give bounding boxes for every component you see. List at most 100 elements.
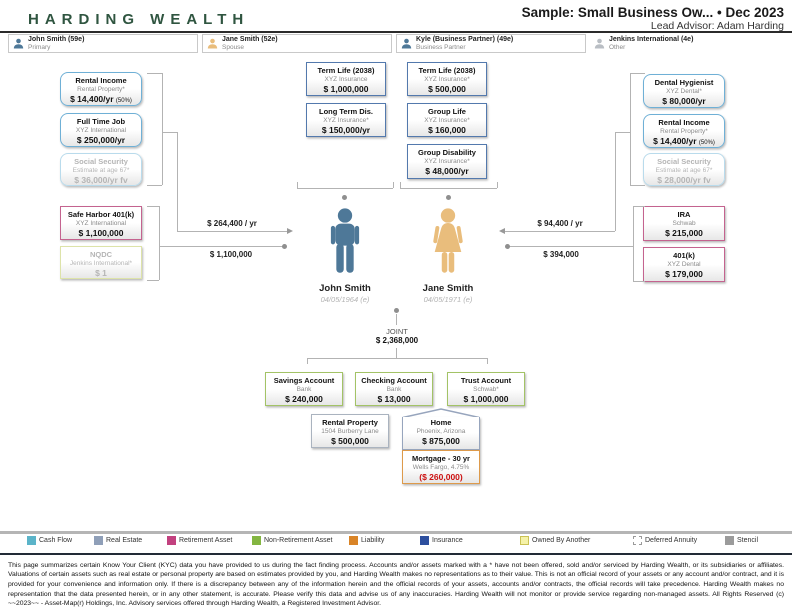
- connector: [508, 246, 633, 247]
- node-title: Long Term Dis.: [318, 107, 374, 116]
- legend-item-liability: Liability: [349, 536, 384, 545]
- legend-swatch: [420, 536, 429, 545]
- legend-label: Liability: [361, 537, 385, 544]
- header-divider: [0, 31, 792, 33]
- connector: [615, 132, 616, 231]
- legend-swatch: [725, 536, 734, 545]
- node-home[interactable]: Home Phoenix, Arizona $ 875,000: [402, 417, 480, 450]
- node-title: Term Life (2038): [418, 66, 476, 75]
- node-value: $ 179,000: [665, 268, 703, 279]
- connector: [147, 73, 162, 74]
- node-subtitle: Estimate at age 67*: [72, 166, 130, 174]
- node-subtitle: XYZ Insurance: [324, 75, 368, 83]
- connector: [630, 73, 631, 185]
- connector-dot: [446, 195, 451, 200]
- legend-item-non-retirement-asset: Non-Retirement Asset: [252, 536, 332, 545]
- person-card-kyle[interactable]: Kyle (Business Partner) (49e) Business P…: [396, 34, 586, 53]
- jane-figure-icon[interactable]: [420, 208, 476, 282]
- node-subtitle: Schwab: [672, 219, 696, 227]
- connector: [396, 314, 397, 325]
- person-card-role: Spouse: [222, 43, 245, 51]
- connector: [505, 231, 615, 232]
- node-subtitle: Estimate at age 67*: [655, 166, 713, 174]
- person-card-john[interactable]: John Smith (59e) Primary: [8, 34, 198, 53]
- legend-swatch: [252, 536, 261, 545]
- node-subtitle: XYZ Insurance*: [323, 116, 369, 124]
- node-subtitle: XYZ International: [75, 126, 127, 134]
- person-bust-icon: [401, 38, 412, 49]
- node-social-security-jane[interactable]: Social Security Estimate at age 67* $ 28…: [643, 153, 725, 186]
- connector: [297, 188, 393, 189]
- flow-label-jane-income: $ 94,400 / yr: [537, 219, 583, 228]
- node-subtitle: XYZ International: [75, 219, 127, 227]
- node-term-life-jane[interactable]: Term Life (2038) XYZ Insurance* $ 500,00…: [407, 62, 487, 96]
- node-title: Rental Income: [658, 118, 710, 127]
- node-subtitle: Jenkins International*: [69, 259, 133, 267]
- node-checking-account[interactable]: Checking Account Bank $ 13,000: [355, 372, 433, 406]
- node-subtitle: 1504 Burberry Lane: [321, 427, 379, 435]
- person-card-jenkins[interactable]: Jenkins International (4e) Other: [590, 34, 784, 53]
- node-value: $ 1: [95, 267, 107, 278]
- node-value: $ 500,000: [331, 435, 369, 446]
- node-savings-account[interactable]: Savings Account Bank $ 240,000: [265, 372, 343, 406]
- node-safe-harbor-401k[interactable]: Safe Harbor 401(k) XYZ International $ 1…: [60, 206, 142, 240]
- connector: [633, 206, 634, 282]
- node-401k[interactable]: 401(k) XYZ Dental $ 179,000: [643, 247, 725, 282]
- node-nqdc[interactable]: NQDC Jenkins International* $ 1: [60, 246, 142, 279]
- node-rental-property[interactable]: Rental Property 1504 Burberry Lane $ 500…: [311, 414, 389, 448]
- node-term-life-john[interactable]: Term Life (2038) XYZ Insurance $ 1,000,0…: [306, 62, 386, 96]
- node-title: Rental Income: [75, 76, 127, 85]
- node-mortgage[interactable]: Mortgage - 30 yr Wells Fargo, 4.75% ($ 2…: [402, 450, 480, 484]
- node-title: Mortgage - 30 yr: [412, 454, 470, 463]
- node-value: $ 1,100,000: [78, 227, 124, 238]
- legend-label: Owned By Another: [532, 537, 591, 544]
- legend-swatch: [94, 536, 103, 545]
- node-value: $ 150,000/yr: [321, 124, 371, 135]
- person-card-name: Jane Smith (52e): [222, 35, 278, 43]
- connector: [177, 231, 287, 232]
- node-rental-income-jane[interactable]: Rental Income Rental Property* $ 14,400/…: [643, 114, 725, 148]
- jane-name: Jane Smith: [422, 283, 474, 294]
- node-value: $ 215,000: [665, 227, 703, 238]
- connector-dot: [505, 244, 510, 249]
- brand-logo: HARDING WEALTH: [28, 11, 250, 28]
- john-dob: 04/05/1964 (e): [320, 295, 370, 304]
- connector: [400, 182, 401, 188]
- legend-item-retirement-asset: Retirement Asset: [167, 536, 232, 545]
- node-subtitle: Rental Property*: [660, 127, 708, 135]
- legend-swatch: [520, 536, 529, 545]
- node-title: NQDC: [89, 250, 113, 259]
- connector-dot: [394, 308, 399, 313]
- connector: [487, 358, 488, 364]
- node-full-time-job[interactable]: Full Time Job XYZ International $ 250,00…: [60, 113, 142, 147]
- node-title: Trust Account: [460, 376, 512, 385]
- person-bust-icon: [594, 38, 605, 49]
- legend-label: Cash Flow: [39, 537, 73, 544]
- node-value: $ 875,000: [422, 435, 460, 446]
- node-trust-account[interactable]: Trust Account Schwab* $ 1,000,000: [447, 372, 525, 406]
- person-card-jane[interactable]: Jane Smith (52e) Spouse: [202, 34, 392, 53]
- node-ira[interactable]: IRA Schwab $ 215,000: [643, 206, 725, 241]
- report-title: Sample: Small Business Ow... • Dec 2023: [521, 5, 784, 20]
- node-title: IRA: [677, 210, 691, 219]
- node-title: Rental Property: [322, 418, 378, 427]
- node-rental-income-john[interactable]: Rental Income Rental Property* $ 14,400/…: [60, 72, 142, 106]
- john-figure-icon[interactable]: [317, 208, 373, 282]
- node-social-security-john[interactable]: Social Security Estimate at age 67* $ 36…: [60, 153, 142, 186]
- node-group-life[interactable]: Group Life XYZ Insurance* $ 160,000: [407, 103, 487, 137]
- legend-label: Non-Retirement Asset: [264, 537, 333, 544]
- node-subtitle: XYZ Dental*: [666, 87, 702, 95]
- node-subtitle: Bank: [386, 385, 402, 393]
- node-group-disability[interactable]: Group Disability XYZ Insurance* $ 48,000…: [407, 144, 487, 179]
- node-long-term-dis[interactable]: Long Term Dis. XYZ Insurance* $ 150,000/…: [306, 103, 386, 137]
- node-dental-hygienist[interactable]: Dental Hygienist XYZ Dental* $ 80,000/yr: [643, 74, 725, 108]
- home-roof-shape: [402, 408, 480, 418]
- node-subtitle: Wells Fargo, 4.75%: [412, 463, 470, 471]
- connector: [633, 206, 645, 207]
- legend-swatch: [349, 536, 358, 545]
- legend-item-deferred-annuity: Deferred Annuity: [633, 536, 697, 545]
- jane-dob: 04/05/1971 (e): [423, 295, 473, 304]
- node-title: Home: [430, 418, 452, 427]
- joint-label: JOINT: [386, 327, 408, 336]
